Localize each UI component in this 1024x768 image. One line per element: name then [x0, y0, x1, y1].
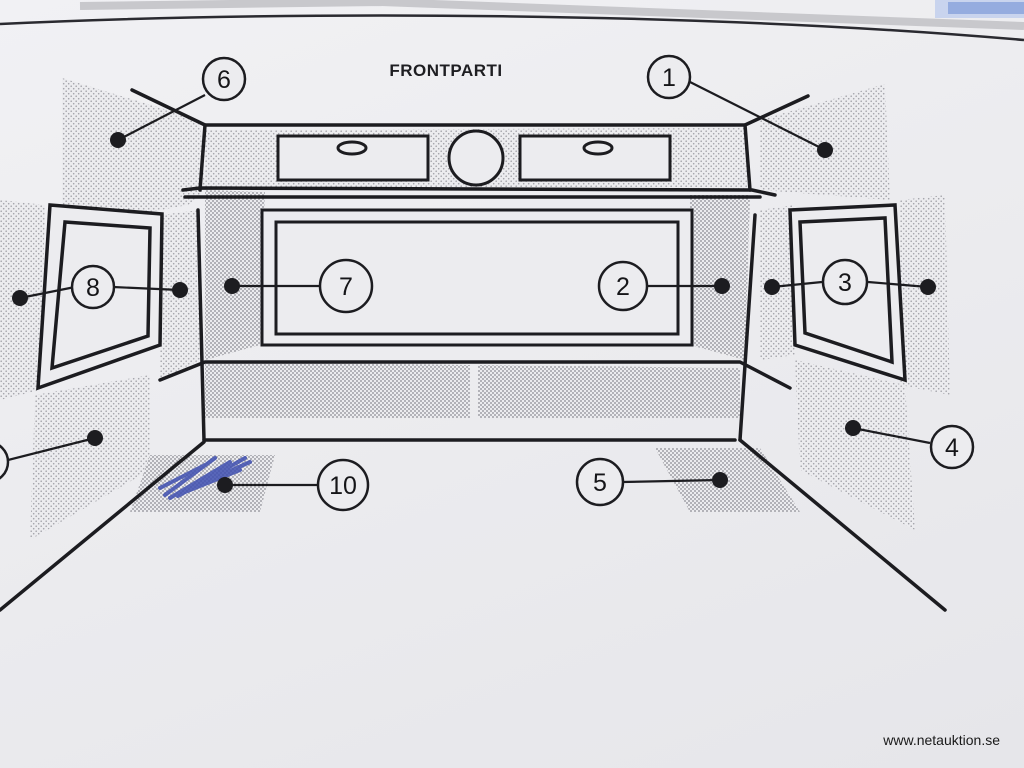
panel-2-area	[690, 195, 750, 360]
mount-point-6	[110, 132, 126, 148]
callout-circle-5	[575, 457, 625, 507]
mount-point-3-right	[920, 279, 936, 295]
callout-label-1: 1	[662, 64, 676, 92]
panel-lower-left	[205, 362, 470, 418]
callout-label-7: 7	[339, 273, 353, 301]
callout-cut-off-circle	[0, 444, 10, 480]
mount-point-7	[224, 278, 240, 294]
mount-point-8-right	[172, 282, 188, 298]
callout-circle-2	[597, 260, 649, 312]
panel-lower-right	[478, 365, 740, 418]
callout-label-6: 6	[217, 66, 231, 94]
panel-left-lower-area	[30, 375, 150, 540]
callout-label-8: 8	[86, 274, 100, 302]
watermark-text: www.netauktion.se	[883, 732, 1000, 748]
diagram-title: FRONTPARTI	[389, 61, 502, 80]
top-compartments	[276, 129, 672, 187]
mount-point-3-left	[764, 279, 780, 295]
mount-point-5	[712, 472, 728, 488]
mount-point-2	[714, 278, 730, 294]
panel-7-area	[205, 190, 265, 360]
callout-label-4: 4	[945, 434, 959, 462]
mount-point-1	[817, 142, 833, 158]
center-gauge	[447, 129, 505, 187]
callout-circle-6	[201, 56, 247, 102]
callout-circle-1	[646, 54, 692, 100]
mount-point-10	[217, 477, 233, 493]
page-top-edge	[0, 0, 1024, 42]
callout-label-2: 2	[616, 273, 630, 301]
mount-point-8-left	[12, 290, 28, 306]
callout-label-10: 10	[329, 472, 357, 500]
callout-labels: 6 1 8 7 2 3 4 10 5	[86, 64, 959, 500]
callout-label-3: 3	[838, 269, 852, 297]
callout-circle-3	[821, 258, 869, 306]
mount-point-left-lower	[87, 430, 103, 446]
panel-6-area	[62, 78, 205, 230]
left-compartment	[276, 134, 430, 182]
panel-3-outer-area	[900, 195, 950, 395]
callout-circle-8	[70, 264, 116, 310]
cabin-outline	[0, 88, 947, 612]
leader-lines	[0, 81, 931, 487]
blue-marker-scribble	[158, 456, 252, 500]
callout-circle-7	[318, 258, 374, 314]
callout-circles	[70, 54, 975, 512]
callout-label-5: 5	[593, 469, 607, 497]
mount-point-4	[845, 420, 861, 436]
callout-circle-10	[316, 458, 370, 512]
callout-circle-4	[929, 424, 975, 470]
mounting-points	[12, 132, 936, 493]
panel-4-area	[795, 360, 915, 530]
